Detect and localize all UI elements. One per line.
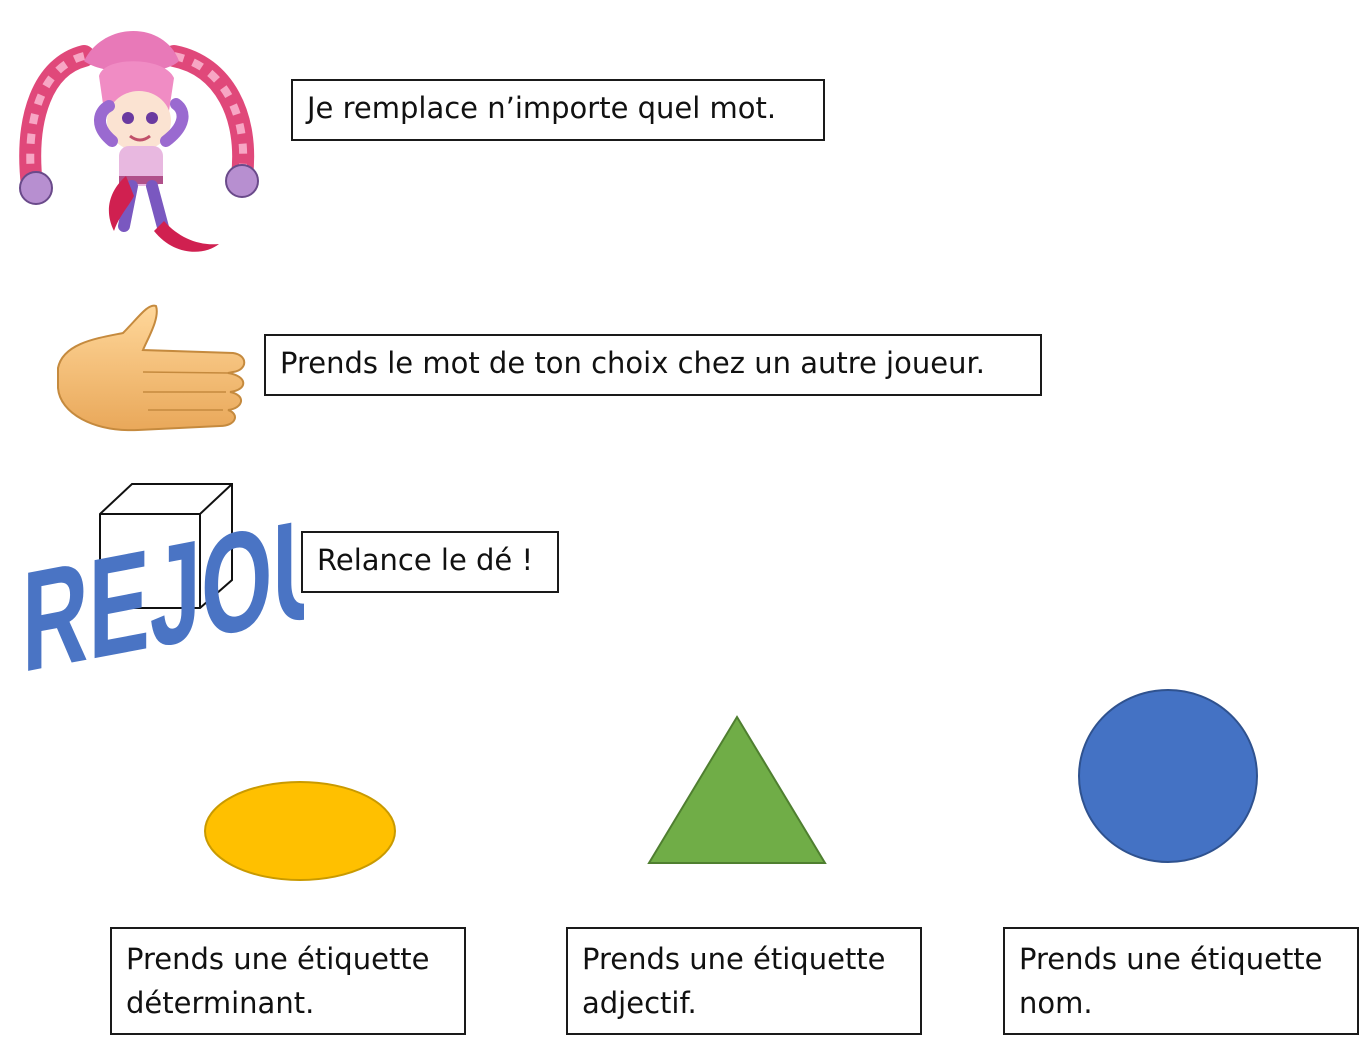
rule-steal-label: Prends le mot de ton choix chez un autre… <box>264 334 1042 396</box>
card-determinant-line1: Prends une étiquette <box>126 942 430 976</box>
die-icon <box>99 483 233 609</box>
card-nom-line1: Prends une étiquette <box>1019 942 1323 976</box>
card-adjectif-label: Prends une étiquette adjectif. <box>566 927 922 1035</box>
rejoue-banner: REJOUE ! <box>22 490 304 703</box>
card-adjectif-line2: adjectif. <box>582 986 697 1020</box>
hand-icon <box>57 304 246 432</box>
rule-reroll-label: Relance le dé ! <box>301 531 559 593</box>
card-nom-label: Prends une étiquette nom. <box>1003 927 1359 1035</box>
card-nom-line2: nom. <box>1019 986 1093 1020</box>
card-adjectif-line1: Prends une étiquette <box>582 942 886 976</box>
card-determinant-label: Prends une étiquette déterminant. <box>110 927 466 1035</box>
green-triangle-shape <box>647 715 827 864</box>
yellow-ellipse-shape <box>204 781 396 881</box>
svg-text:REJOUE !: REJOUE ! <box>22 490 304 703</box>
rule-joker-label: Je remplace n’importe quel mot. <box>291 79 825 141</box>
card-determinant-line2: déterminant. <box>126 986 315 1020</box>
jester-icon <box>19 31 259 252</box>
blue-circle-shape <box>1078 689 1258 863</box>
